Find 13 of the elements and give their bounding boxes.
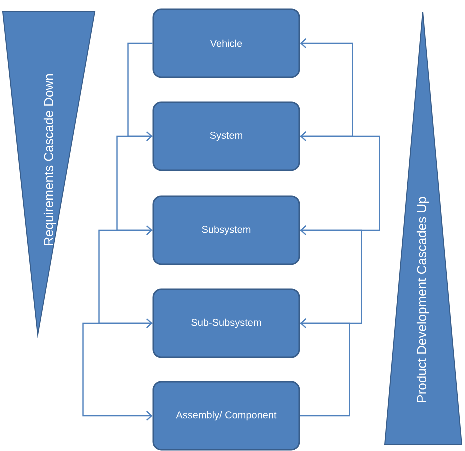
arrow	[300, 318, 350, 417]
arrow	[82, 322, 153, 421]
arrow	[116, 136, 153, 236]
arrow	[300, 132, 380, 232]
arrow	[128, 42, 153, 142]
process-box: Vehicle	[152, 8, 300, 78]
process-box: Assembly/ Component	[152, 381, 300, 451]
arrow	[300, 38, 354, 138]
arrow	[300, 226, 362, 324]
process-box: Subsystem	[152, 196, 300, 266]
process-box: System	[152, 102, 300, 172]
arrow	[98, 230, 153, 328]
process-box: Sub-Subsystem	[152, 288, 300, 358]
